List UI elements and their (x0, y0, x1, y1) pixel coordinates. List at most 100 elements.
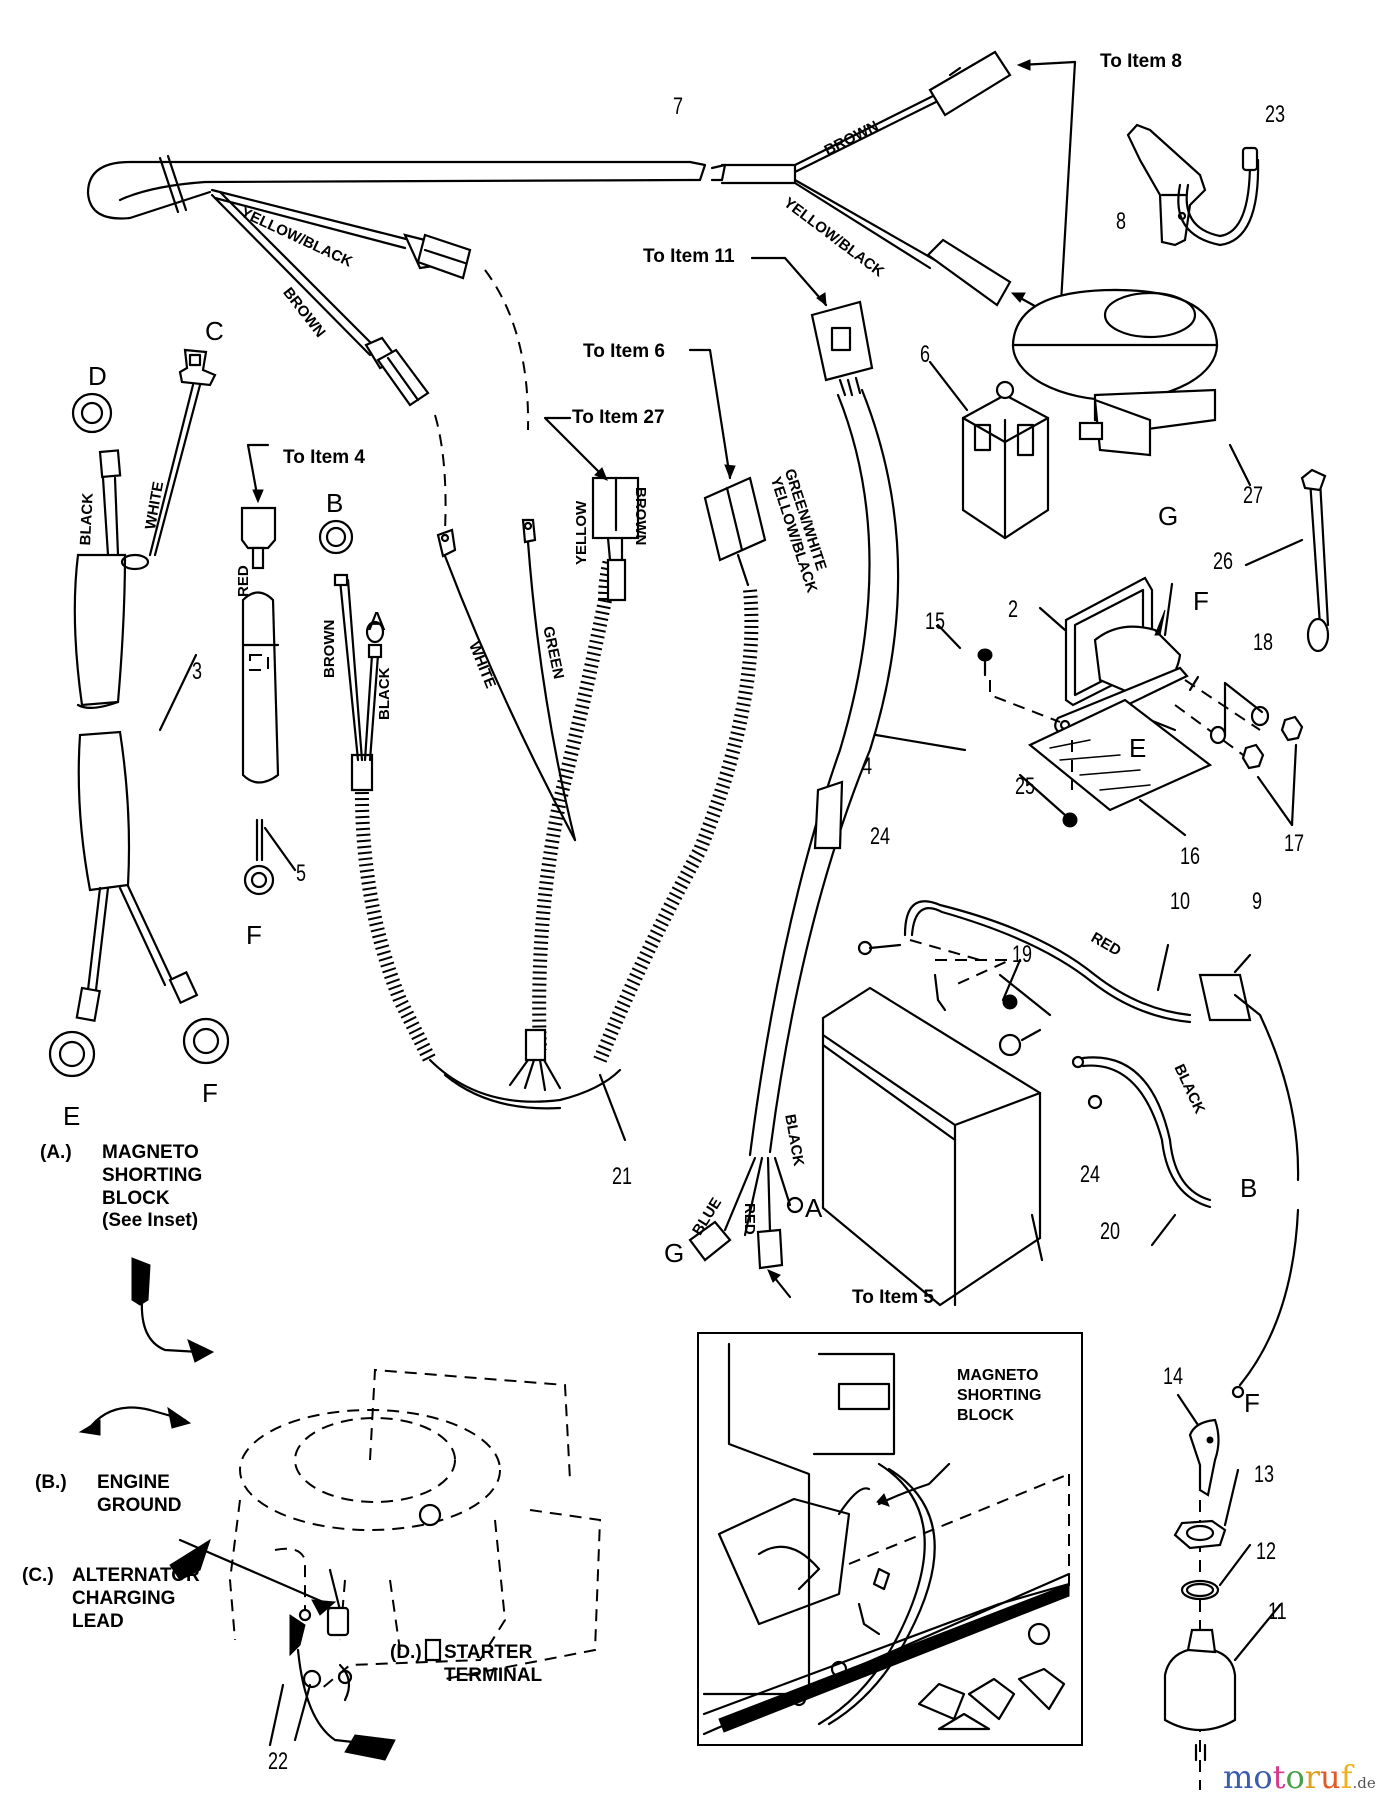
ref-to-item-8: To Item 8 (1100, 51, 1182, 72)
callout-a-line: BLOCK (102, 1187, 170, 1209)
part-number-19: 19 (1012, 941, 1033, 968)
watermark-letter: m (1223, 1758, 1254, 1796)
ref-to-item-27: To Item 27 (572, 407, 665, 428)
part-number-23: 23 (1265, 101, 1286, 128)
inset-linework (702, 1342, 1071, 1736)
watermark-logo: motoruf.de (1223, 1758, 1376, 1796)
watermark-letter: r (1304, 1758, 1321, 1796)
wire-label-brown-b: BROWN (321, 619, 338, 678)
part-number-10: 10 (1170, 888, 1191, 915)
hardware-items-17-18 (1209, 681, 1304, 827)
part-number-9: 9 (1252, 888, 1263, 915)
part-number-6: 6 (920, 341, 931, 368)
part-number-24-top: 24 (870, 823, 891, 850)
screw-item-15 (936, 623, 993, 677)
callout-c-line: ALTERNATOR (72, 1565, 200, 1586)
part-number-21: 21 (612, 1163, 633, 1190)
inset-label: MAGNETO SHORTING BLOCK (957, 1366, 1041, 1426)
leader-item-22 (268, 1683, 285, 1747)
terminal-letter-a-bottom: A (805, 1193, 823, 1223)
callout-a-prefix: (A.) (40, 1142, 72, 1163)
inset-magneto-shorting-block: MAGNETO SHORTING BLOCK (697, 1332, 1083, 1746)
terminal-letter-g-bottom: G (664, 1238, 685, 1268)
part-number-7: 7 (673, 93, 684, 120)
part-number-13: 13 (1254, 1461, 1275, 1488)
wire-label-red-fuse: RED (235, 565, 252, 597)
callout-c-line: CHARGING (72, 1587, 176, 1609)
callout-b-line: GROUND (97, 1494, 182, 1516)
part-number-12: 12 (1256, 1538, 1277, 1565)
part-number-27: 27 (1243, 482, 1264, 509)
watermark-letter: o (1253, 1758, 1273, 1796)
engine-callout-arrows (78, 1257, 396, 1761)
terminal-letter-a: A (368, 606, 386, 636)
black-cable-item-20 (1071, 1055, 1212, 1247)
part-number-15: 15 (925, 608, 946, 635)
ref-to-item-11: To Item 11 (643, 246, 735, 267)
watermark-suffix: .de (1352, 1774, 1376, 1792)
red-cable-item-10 (903, 900, 1300, 1399)
wire-label-yellow-connector: YELLOW (573, 500, 590, 565)
harness-item-21 (318, 348, 767, 1142)
part-number-17: 17 (1284, 830, 1305, 857)
callout-a-line: MAGNETO (102, 1142, 199, 1163)
part-number-5: 5 (296, 860, 307, 887)
ignition-switch-parts (1163, 1393, 1282, 1790)
battery (821, 939, 1052, 1307)
component-item-27 (1011, 288, 1252, 487)
terminal-letter-f-fuse: F (246, 920, 262, 950)
part-number-22: 22 (268, 1748, 289, 1775)
harness-item-4 (688, 256, 967, 1299)
watermark-letter: u (1320, 1758, 1341, 1796)
bracket-item-8 (1126, 123, 1207, 247)
terminal-letter-c: C (205, 316, 224, 346)
harness-item-3 (48, 348, 230, 1078)
part-number-2: 2 (1008, 596, 1019, 623)
terminal-letter-f-solenoid: F (1193, 586, 1209, 616)
callout-a-line: SHORTING (102, 1164, 203, 1186)
ref-to-item-5: To Item 5 (852, 1287, 934, 1308)
watermark-letter: t (1272, 1758, 1286, 1796)
terminal-letter-d: D (88, 361, 107, 391)
harness-item-7 (86, 50, 1077, 531)
part-number-4: 4 (862, 753, 873, 780)
part-number-20: 20 (1100, 1218, 1121, 1245)
part-number-26: 26 (1213, 548, 1234, 575)
callout-a-line: (See Inset) (102, 1210, 199, 1232)
terminal-letter-f-sleeve: F (202, 1078, 218, 1108)
part-number-18: 18 (1253, 629, 1274, 656)
clip-item-23 (1177, 146, 1260, 247)
terminal-letter-e-solenoid: E (1129, 733, 1147, 763)
engine-outline (228, 1368, 602, 1691)
wire-label-red-bottom: RED (741, 1203, 758, 1235)
rod-item-26 (1244, 468, 1330, 653)
part-number-14: 14 (1163, 1363, 1184, 1390)
callout-d-line: TERMINAL (444, 1664, 543, 1686)
wire-label-black-d: BLACK (77, 492, 97, 546)
terminal-letter-e-sleeve: E (63, 1101, 81, 1131)
watermark-letter: o (1285, 1758, 1305, 1796)
relay-item-6 (928, 360, 1050, 540)
inset-label-line: MAGNETO (957, 1367, 1039, 1384)
callout-c-line: LEAD (72, 1610, 124, 1632)
wire-label-brown-connector: BROWN (632, 487, 649, 546)
part-number-16: 16 (1180, 843, 1201, 870)
callout-b-line: ENGINE (97, 1472, 170, 1493)
part-number-3: 3 (192, 658, 203, 685)
callout-c-prefix: (C.) (22, 1565, 54, 1586)
part-number-25: 25 (1015, 773, 1036, 800)
watermark-letter: f (1340, 1758, 1353, 1796)
inset-label-line: SHORTING (957, 1387, 1042, 1404)
terminal-letter-f-switch: F (1244, 1388, 1260, 1418)
part-number-11: 11 (1268, 1598, 1287, 1625)
callout-d-prefix: (D.) (390, 1642, 422, 1663)
part-number-24-bottom: 24 (1080, 1161, 1101, 1188)
ref-to-item-4: To Item 4 (283, 447, 365, 468)
terminal-letter-b-battery: B (1240, 1173, 1258, 1203)
part-number-8: 8 (1116, 208, 1127, 235)
fuse-holder-item-5 (240, 443, 297, 896)
callout-b-prefix: (B.) (35, 1472, 67, 1493)
ref-to-item-6: To Item 6 (583, 341, 665, 362)
